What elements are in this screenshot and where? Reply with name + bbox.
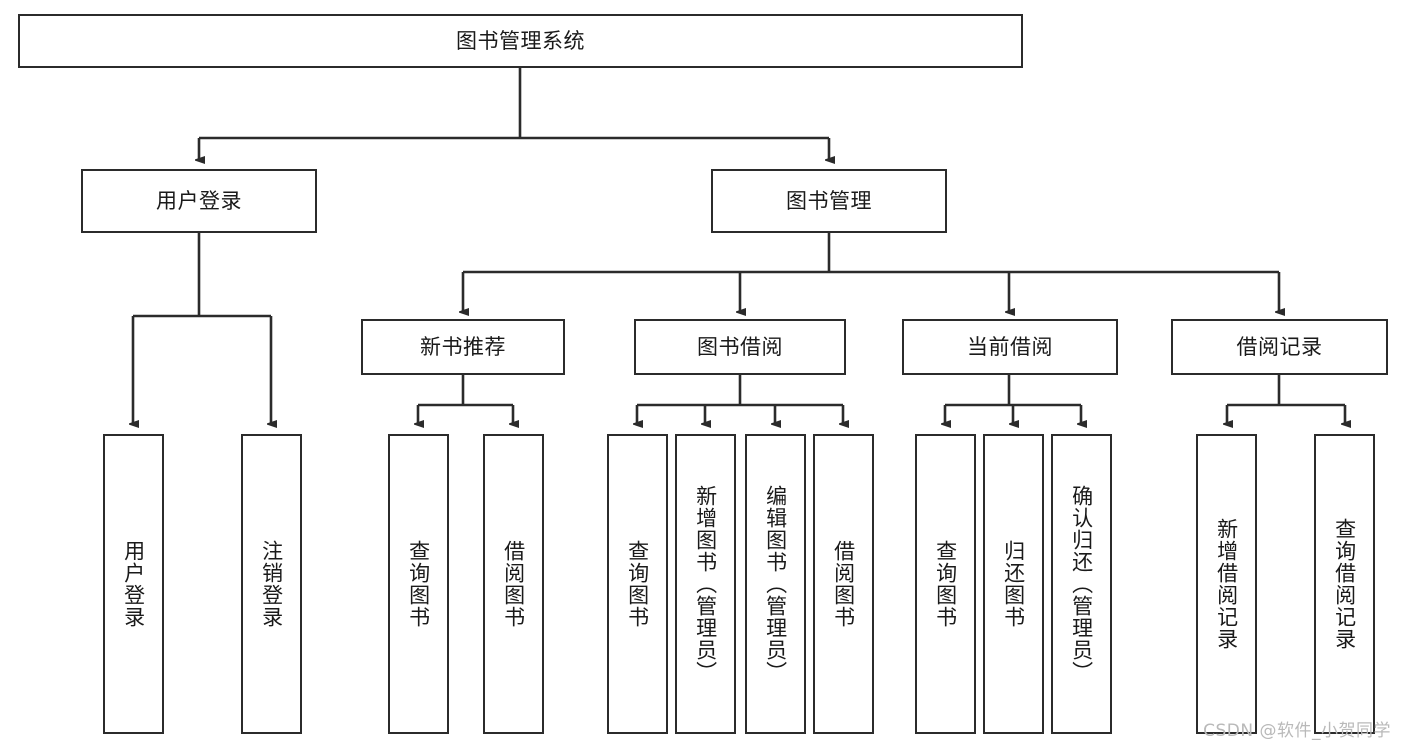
- node-user-login-label: 用户登录: [156, 188, 242, 213]
- node-borrow-record-label: 借阅记录: [1236, 334, 1323, 359]
- node-book-borrow[interactable]: 图书借阅: [634, 319, 846, 375]
- leaf-query-book-2-label: 查询图书: [625, 540, 650, 628]
- leaf-borrow-book-2-label: 借阅图书: [831, 540, 856, 628]
- leaf-query-record-label: 查询借阅记录: [1332, 518, 1357, 650]
- leaf-return-book-label: 归还图书: [1001, 540, 1026, 628]
- leaf-query-record[interactable]: 查询借阅记录: [1314, 434, 1375, 734]
- leaf-logout-login[interactable]: 注销登录: [241, 434, 302, 734]
- node-book-manage[interactable]: 图书管理: [711, 169, 947, 233]
- leaf-return-book[interactable]: 归还图书: [983, 434, 1044, 734]
- leaf-query-book-2[interactable]: 查询图书: [607, 434, 668, 734]
- leaf-edit-book-label: 编辑图书（管理员）: [763, 485, 788, 683]
- leaf-logout-login-label: 注销登录: [259, 540, 284, 628]
- leaf-user-login-label: 用户登录: [121, 540, 146, 628]
- leaf-query-book-3-label: 查询图书: [933, 540, 958, 628]
- leaf-user-login[interactable]: 用户登录: [103, 434, 164, 734]
- leaf-query-book-3[interactable]: 查询图书: [915, 434, 976, 734]
- leaf-add-book-label: 新增图书（管理员）: [693, 485, 718, 683]
- leaf-query-book-1[interactable]: 查询图书: [388, 434, 449, 734]
- leaf-borrow-book-1-label: 借阅图书: [501, 540, 526, 628]
- leaf-add-record-label: 新增借阅记录: [1214, 518, 1239, 650]
- node-new-book-recommend[interactable]: 新书推荐: [361, 319, 565, 375]
- leaf-add-record[interactable]: 新增借阅记录: [1196, 434, 1257, 734]
- leaf-add-book[interactable]: 新增图书（管理员）: [675, 434, 736, 734]
- node-root[interactable]: 图书管理系统: [18, 14, 1023, 68]
- leaf-confirm-return-label: 确认归还（管理员）: [1069, 485, 1094, 683]
- node-current-borrow[interactable]: 当前借阅: [902, 319, 1118, 375]
- leaf-query-book-1-label: 查询图书: [406, 540, 431, 628]
- leaf-edit-book[interactable]: 编辑图书（管理员）: [745, 434, 806, 734]
- leaf-borrow-book-2[interactable]: 借阅图书: [813, 434, 874, 734]
- node-user-login[interactable]: 用户登录: [81, 169, 317, 233]
- node-root-label: 图书管理系统: [456, 28, 585, 53]
- node-current-borrow-label: 当前借阅: [967, 334, 1053, 359]
- leaf-borrow-book-1[interactable]: 借阅图书: [483, 434, 544, 734]
- node-book-manage-label: 图书管理: [786, 188, 872, 213]
- node-borrow-record[interactable]: 借阅记录: [1171, 319, 1388, 375]
- leaf-confirm-return[interactable]: 确认归还（管理员）: [1051, 434, 1112, 734]
- node-book-borrow-label: 图书借阅: [697, 334, 783, 359]
- node-new-book-recommend-label: 新书推荐: [420, 334, 506, 359]
